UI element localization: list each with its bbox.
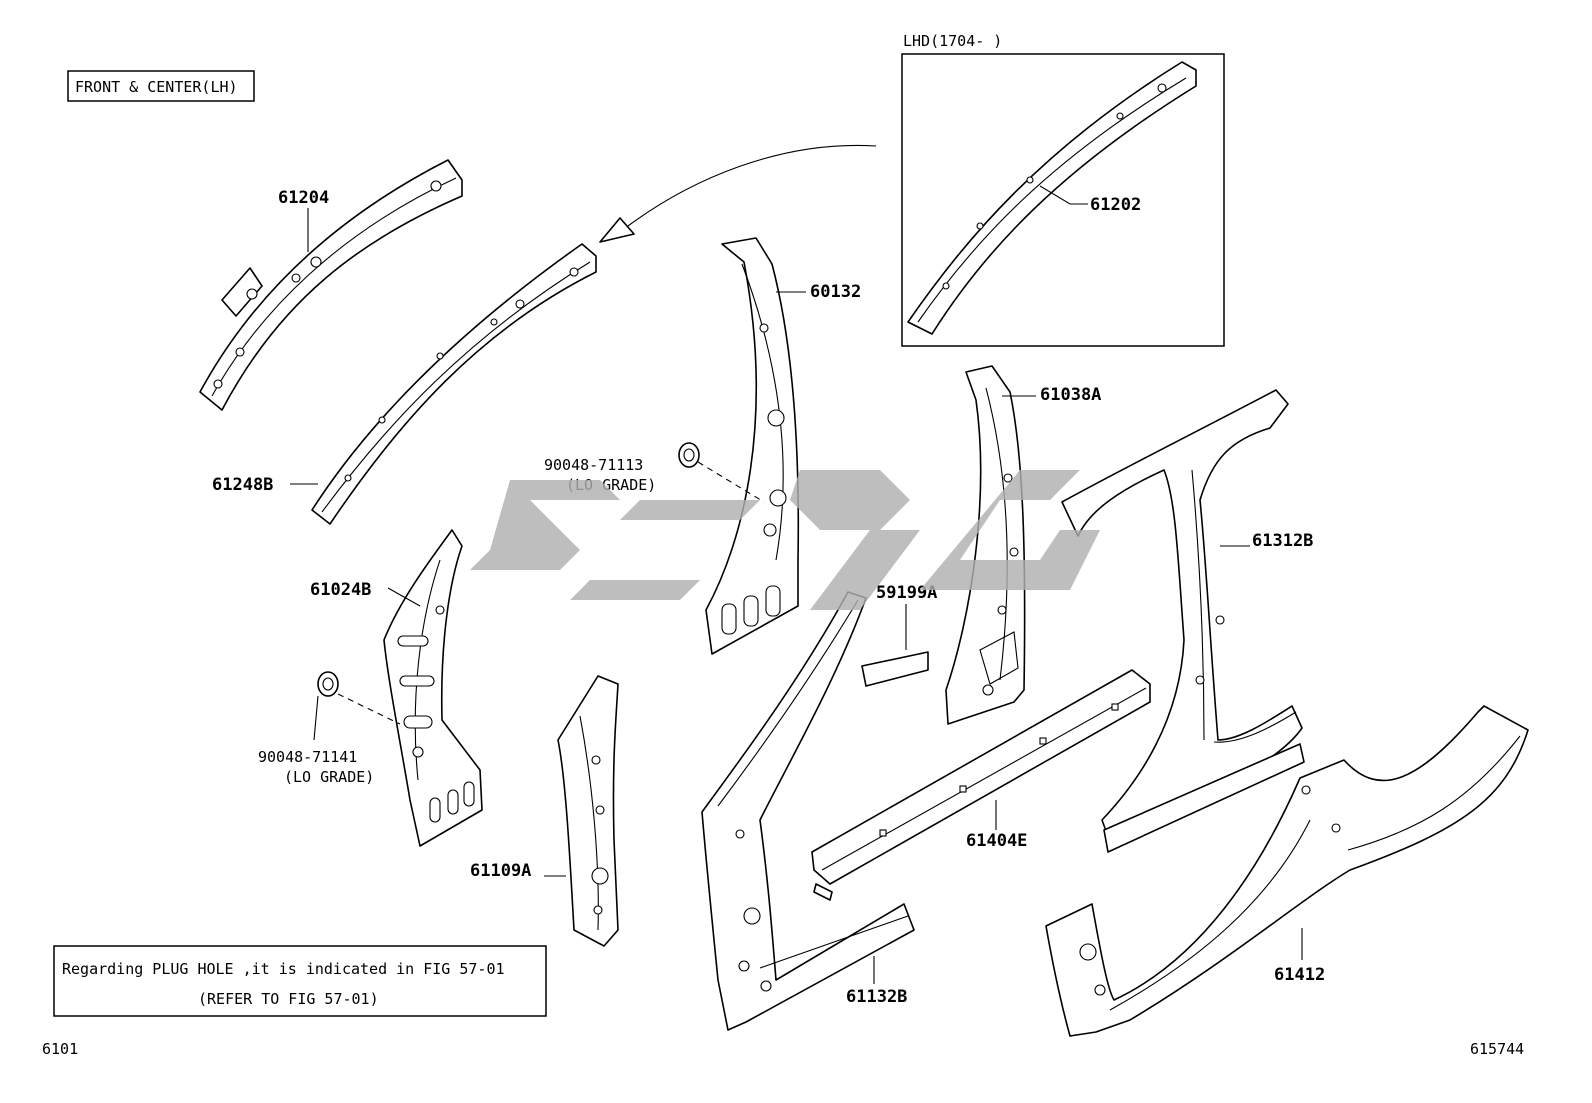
- label-61109A: 61109A: [470, 861, 531, 881]
- part-61202[interactable]: [907, 61, 1197, 335]
- label-61312B: 61312B: [1252, 531, 1313, 551]
- part-61109A[interactable]: [557, 675, 619, 947]
- label-61204: 61204: [278, 188, 329, 208]
- part-61204-group: 61204: [199, 159, 463, 411]
- page-code: 6101: [42, 1040, 78, 1058]
- part-90048-71141-group: 90048-71141 (LO GRADE): [258, 671, 401, 786]
- part-61248B-group: 61248B: [212, 243, 597, 525]
- label-60132: 60132: [810, 282, 861, 302]
- section-label-box: FRONT & CENTER(LH): [67, 70, 255, 102]
- watermark-logo: [470, 470, 1100, 610]
- label-61248B: 61248B: [212, 475, 273, 495]
- part-61412-group: 61412: [1045, 705, 1529, 1037]
- part-61132B-group: 61132B: [701, 591, 915, 1031]
- label-61038A: 61038A: [1040, 385, 1101, 405]
- part-61404E-group: 61404E: [811, 669, 1151, 901]
- label-90048-71141: 90048-71141: [258, 748, 357, 766]
- part-61024B-group: 61024B: [310, 529, 483, 847]
- part-61312B[interactable]: [1061, 389, 1303, 843]
- label-61132B: 61132B: [846, 987, 907, 1007]
- section-label: FRONT & CENTER(LH): [75, 78, 238, 96]
- part-90048-71113-group: 90048-71113 (LO GRADE): [544, 442, 765, 503]
- note-line-2: (REFER TO FIG 57-01): [198, 990, 379, 1008]
- note-line-1: Regarding PLUG HOLE ,it is indicated in …: [62, 960, 505, 978]
- part-61312B-group: 61312B: [1061, 389, 1313, 853]
- label-61412: 61412: [1274, 965, 1325, 985]
- label-90048-71141-note: (LO GRADE): [284, 768, 374, 786]
- label-61404E: 61404E: [966, 831, 1027, 851]
- part-61404E[interactable]: [811, 669, 1151, 885]
- reference-arrow: [599, 144, 877, 243]
- part-61204[interactable]: [199, 159, 463, 411]
- label-61024B: 61024B: [310, 580, 371, 600]
- part-61024B[interactable]: [383, 529, 483, 847]
- part-61132B[interactable]: [701, 591, 915, 1031]
- lhd-inset: LHD(1704- ) 61202: [901, 32, 1225, 347]
- part-61412[interactable]: [1045, 705, 1529, 1037]
- part-61038A-group: 61038A: [945, 365, 1101, 725]
- label-90048-71113: 90048-71113: [544, 456, 643, 474]
- part-60132[interactable]: [705, 237, 800, 655]
- figure-code: 615744: [1470, 1040, 1524, 1058]
- plug-hole-note: Regarding PLUG HOLE ,it is indicated in …: [53, 945, 547, 1017]
- part-61109A-group: 61109A: [470, 675, 619, 947]
- inset-title: LHD(1704- ): [903, 32, 1002, 50]
- label-61202: 61202: [1090, 195, 1141, 215]
- part-60132-group: 60132: [705, 237, 861, 655]
- part-59199A[interactable]: [861, 651, 929, 687]
- part-59199A-group: 59199A: [861, 583, 937, 687]
